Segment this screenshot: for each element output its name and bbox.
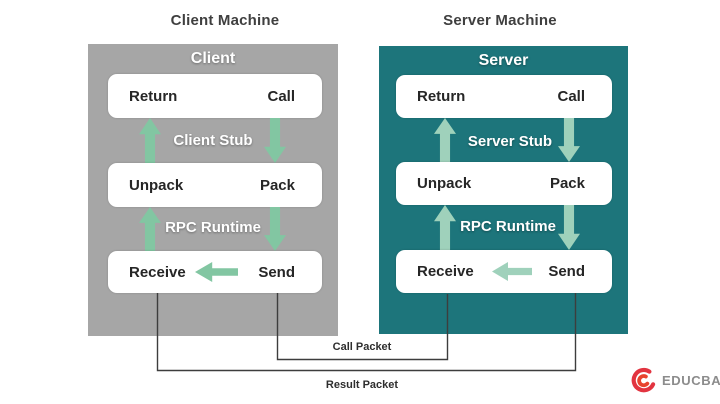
server-machine-title: Server Machine <box>443 12 557 29</box>
client-receive-label: Receive <box>129 263 186 281</box>
client-receive-send-box: Receive Send <box>108 251 322 293</box>
server-panel-header: Server <box>478 52 529 69</box>
client-panel-header: Client <box>190 50 236 67</box>
result-packet-label: Result Packet <box>325 379 399 391</box>
server-return-label: Return <box>417 88 466 105</box>
client-panel: Client Return Call Client Stub Unpack Pa… <box>88 44 338 336</box>
educba-logo-text: EDUCBA <box>662 373 720 388</box>
server-pack-label: Pack <box>549 175 585 192</box>
server-rpc-runtime-label: RPC Runtime <box>460 218 556 235</box>
educba-logo-icon <box>631 367 656 393</box>
client-stub-label: Client Stub <box>173 132 253 149</box>
server-unpack-pack-box: Unpack Pack <box>396 162 612 205</box>
client-unpack-pack-box: Unpack Pack <box>108 163 322 207</box>
client-send-label: Send <box>258 263 295 281</box>
educba-logo: EDUCBA <box>629 366 720 395</box>
server-call-label: Call <box>557 88 585 105</box>
client-machine-title: Client Machine <box>170 12 280 29</box>
server-receive-label: Receive <box>417 263 474 280</box>
server-panel: Server Return Call Server Stub Unpack Pa… <box>379 46 628 334</box>
client-call-label: Call <box>267 87 295 105</box>
server-return-call-box: Return Call <box>396 75 612 118</box>
server-unpack-label: Unpack <box>417 175 472 192</box>
client-return-call-box: Return Call <box>108 74 322 118</box>
client-return-label: Return <box>129 87 178 105</box>
server-send-label: Send <box>548 263 585 280</box>
call-packet-label: Call Packet <box>332 341 392 353</box>
client-unpack-label: Unpack <box>129 176 184 194</box>
server-stub-label: Server Stub <box>467 133 553 150</box>
client-pack-label: Pack <box>259 176 295 194</box>
client-rpc-runtime-label: RPC Runtime <box>165 219 261 236</box>
